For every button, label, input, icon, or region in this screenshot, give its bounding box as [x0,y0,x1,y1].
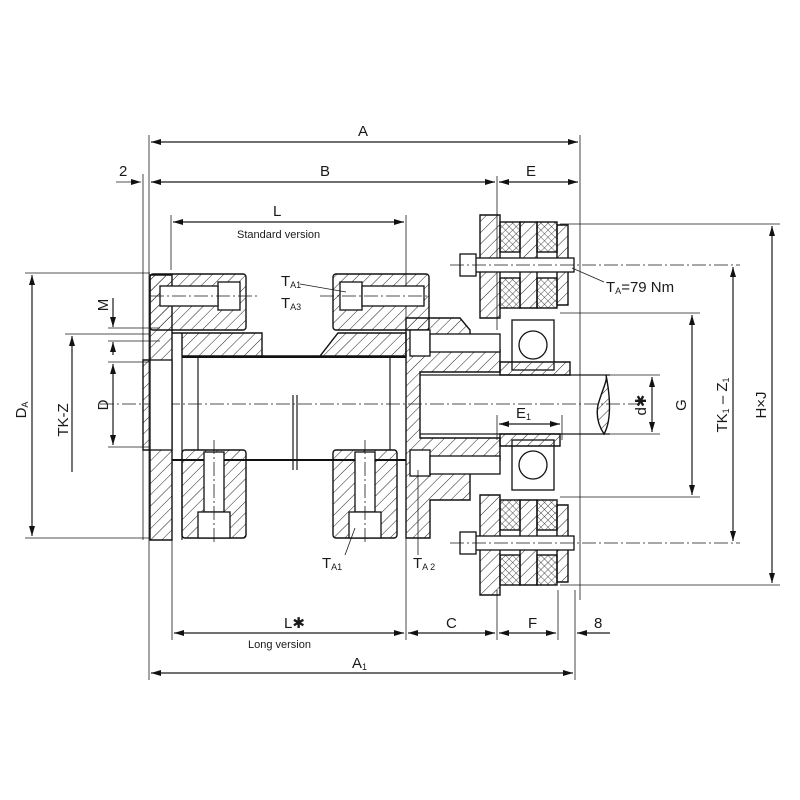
label-L-star: L✱ [284,615,305,632]
label-D: D [95,399,112,410]
label-C: C [446,615,457,632]
torque-TA1-bottom: TA1 [322,555,342,572]
label-M: M [95,299,112,312]
flex-element-top [450,214,740,319]
label-standard-version: Standard version [237,229,320,241]
label-TK1-Z1: TK1 – Z1 [714,377,731,432]
label-DA: DA [13,402,30,419]
bearing-top [499,319,571,376]
dimension-E1 [496,415,563,440]
label-L: L [273,203,281,220]
clamp-ring-bottom-right [332,440,398,545]
label-G: G [673,399,690,411]
label-A: A [358,123,368,140]
shaft [420,374,611,436]
label-A1: A1 [352,655,367,672]
label-2: 2 [119,163,127,180]
clamp-ring-top-right [320,273,430,331]
dimension-TK-Z [65,333,150,472]
dimension-A [148,135,581,600]
clamp-ring-top-left [149,273,260,331]
torque-TA1-top: TA1 [281,273,301,290]
flex-element-bottom [450,494,740,596]
hub-flange [405,317,501,539]
label-d-star: d✱ [633,395,650,416]
torque-TA-79Nm: TA=79 Nm [606,279,674,296]
dimension-DA [25,272,150,539]
label-8: 8 [594,615,602,632]
dimension-d-star [610,374,660,435]
clamp-ring-bottom-left [181,440,247,545]
label-E1: E1 [516,405,531,422]
dimension-D [108,361,150,448]
torque-TA2: TA 2 [413,555,435,572]
label-TK-Z: TK-Z [55,403,72,436]
dimension-M [108,298,160,355]
label-F: F [528,615,537,632]
label-HxJ: H×J [753,391,770,418]
label-E: E [526,163,536,180]
label-B: B [320,163,330,180]
dimension-G [560,312,700,498]
label-long-version: Long version [248,639,311,651]
bearing-bottom [499,433,561,491]
dimension-HxJ [560,223,780,586]
torque-TA3-top: TA3 [281,295,301,312]
